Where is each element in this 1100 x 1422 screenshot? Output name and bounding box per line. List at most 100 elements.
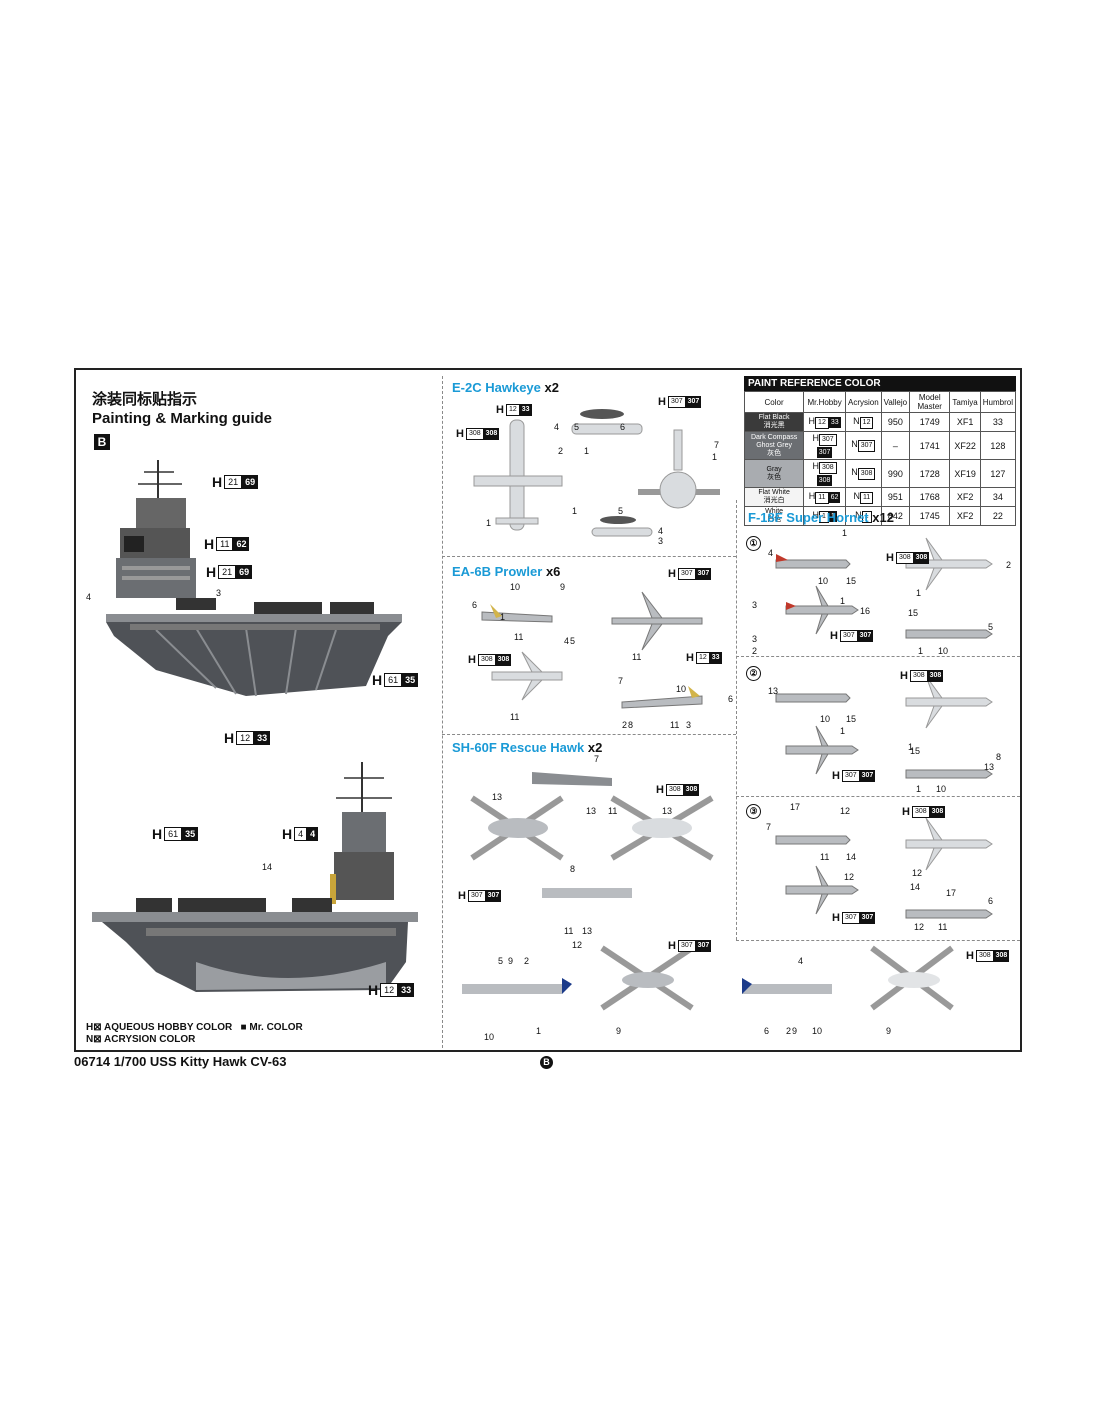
model-master-cell: 1745 bbox=[909, 506, 951, 526]
sh60f-part-label: 9 bbox=[508, 956, 514, 966]
f18f-part-label: 16 bbox=[860, 606, 871, 616]
sh60f-part-label: 9 bbox=[616, 1026, 622, 1036]
f18f-part-label: 10 bbox=[818, 576, 829, 586]
model-master-cell: 1741 bbox=[909, 431, 951, 460]
e2c-part-label: 6 bbox=[620, 422, 626, 432]
col-header: Acrysion bbox=[844, 391, 882, 413]
sh60f-part-label: 2 bbox=[786, 1026, 792, 1036]
section-badge: B bbox=[94, 434, 110, 450]
ea6b-diagrams bbox=[481, 591, 703, 709]
variant-3-marker: ③ bbox=[746, 804, 761, 819]
f18f-part-label: 1 bbox=[918, 646, 924, 656]
f18f-part-label: 3 bbox=[752, 600, 758, 610]
col-header: Mr.Hobby bbox=[803, 391, 846, 413]
f18f-part-label: 3 bbox=[752, 634, 758, 644]
ea6b-part-label: 8 bbox=[628, 720, 634, 730]
carrier-port-view bbox=[92, 762, 418, 992]
f18f-part-label: 15 bbox=[908, 608, 919, 618]
e2c-part-label: 4 bbox=[554, 422, 560, 432]
e2c-part-label: 4 bbox=[658, 526, 664, 536]
sh60f-part-label: 13 bbox=[582, 926, 593, 936]
e2c-diagrams bbox=[473, 409, 720, 537]
f18f-part-label: 17 bbox=[946, 888, 957, 898]
ea6b-part-label: 6 bbox=[728, 694, 734, 704]
f18f-diagrams bbox=[775, 537, 993, 919]
col-header: Color bbox=[743, 391, 805, 413]
sh60f-part-label: 11 bbox=[564, 926, 574, 936]
sh60f-part-label: 5 bbox=[498, 956, 504, 966]
ea6b-part-label: 11 bbox=[670, 720, 680, 730]
footer-page-mark: B bbox=[540, 1056, 553, 1069]
humbrol-cell: 127 bbox=[979, 459, 1017, 488]
f18f-part-label: 2 bbox=[1006, 560, 1012, 570]
f18f-part-label: 15 bbox=[910, 746, 921, 756]
ea6b-part-label: 10 bbox=[676, 684, 687, 694]
sh60f-diagrams bbox=[462, 772, 954, 1011]
sh60f-part-label: 11 bbox=[608, 806, 618, 816]
sh60f-part-label: 13 bbox=[492, 792, 503, 802]
f18f-part-label: 10 bbox=[938, 646, 949, 656]
tamiya-cell: XF2 bbox=[949, 506, 981, 526]
humbrol-cell: 34 bbox=[979, 487, 1017, 507]
f18f-part-label: 15 bbox=[846, 714, 857, 724]
f18f-part-label: 13 bbox=[768, 686, 779, 696]
f18f-part-label: 10 bbox=[820, 714, 831, 724]
f18f-part-label: 5 bbox=[988, 622, 994, 632]
title-chinese: 涂装同标贴指示 bbox=[92, 391, 198, 408]
f18f-part-label: 11 bbox=[938, 922, 948, 932]
ea6b-part-label: 3 bbox=[686, 720, 692, 730]
ea6b-part-label: 1 bbox=[500, 612, 506, 622]
sh60f-part-label: 13 bbox=[586, 806, 597, 816]
tamiya-cell: XF22 bbox=[949, 431, 981, 460]
f18f-title: F-18F Super Hornet x12 bbox=[748, 510, 894, 525]
e2c-part-label: 2 bbox=[558, 446, 564, 456]
part-label: 4 bbox=[86, 592, 92, 602]
tamiya-cell: XF2 bbox=[949, 487, 981, 507]
sh60f-part-label: 9 bbox=[886, 1026, 892, 1036]
e2c-part-label: 1 bbox=[584, 446, 590, 456]
f18f-part-label: 1 bbox=[840, 596, 846, 606]
ea6b-part-label: 7 bbox=[618, 676, 624, 686]
vallejo-cell: 842 bbox=[880, 506, 911, 526]
f18f-part-label: 8 bbox=[996, 752, 1002, 762]
row-divider-e2c bbox=[442, 556, 736, 557]
col-header: Model Master bbox=[909, 391, 951, 413]
row-divider-f18-3 bbox=[736, 940, 1020, 941]
ea6b-part-label: 4 bbox=[564, 636, 570, 646]
col-header: Humbrol bbox=[979, 391, 1017, 413]
e2c-part-label: 1 bbox=[486, 518, 492, 528]
e2c-part-label: 1 bbox=[572, 506, 578, 516]
row-divider-f18-2 bbox=[736, 796, 1020, 797]
f18f-part-label: 17 bbox=[790, 802, 801, 812]
paint-reference-table: PAINT REFERENCE COLOR Color Mr.Hobby Acr… bbox=[743, 376, 1017, 526]
ea6b-part-label: 6 bbox=[472, 600, 478, 610]
part-label: 3 bbox=[216, 588, 222, 598]
e2c-part-label: 7 bbox=[714, 440, 720, 450]
f18f-part-label: 1 bbox=[840, 726, 846, 736]
f18f-part-label: 12 bbox=[844, 872, 855, 882]
f18f-part-label: 13 bbox=[984, 762, 995, 772]
